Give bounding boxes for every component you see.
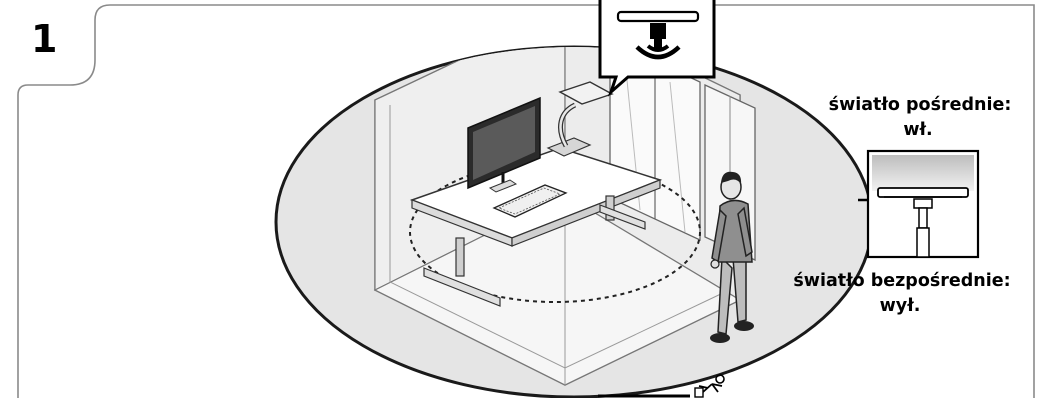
- uplight-on-icon: [872, 155, 974, 191]
- indirect-light-heading: światło pośrednie:: [829, 95, 1012, 115]
- sensor-callout: [600, 0, 714, 92]
- indirect-light-state: wł.: [903, 120, 932, 140]
- luminaire-detail: [868, 151, 978, 257]
- direct-light-state: wył.: [880, 296, 921, 316]
- step-number: 1: [31, 17, 57, 61]
- direct-light-heading: światło bezpośrednie:: [793, 271, 1010, 291]
